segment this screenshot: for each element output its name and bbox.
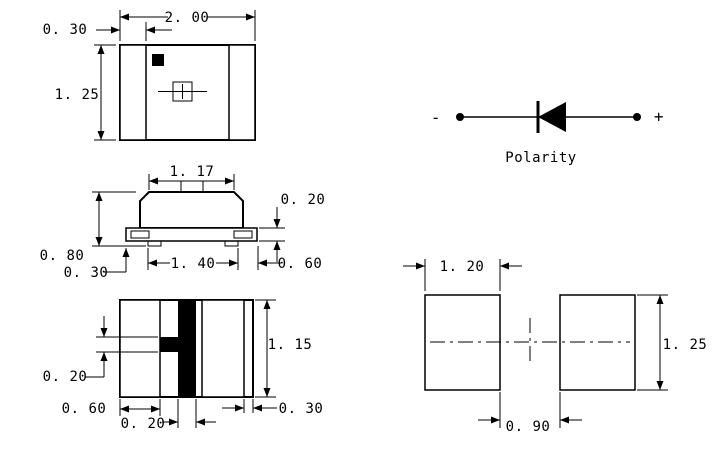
plus-sign: +: [654, 107, 664, 126]
top-view-dimension-lines: [94, 10, 256, 141]
lens-bump-outline: [180, 180, 204, 193]
dim-terminal-height-label: 1. 15: [268, 337, 313, 353]
left-foot: [147, 240, 162, 247]
cathode-stripe: [178, 300, 196, 397]
polarity-symbol: - + Polarity: [431, 101, 664, 166]
dim-body-height-label: 1. 25: [55, 87, 100, 103]
cathode-dot: [456, 113, 464, 121]
pad-layout-dimension-lines: [403, 259, 668, 428]
dim-top-width-label: 2. 00: [165, 10, 210, 26]
right-foot: [224, 240, 239, 247]
cathode-tab-mark: [160, 337, 178, 352]
right-terminal-hatch: [228, 44, 256, 141]
left-terminal-hatch: [119, 44, 147, 141]
diode-triangle-icon: [538, 102, 566, 132]
dim-terminal-length-label: 0. 60: [278, 256, 323, 272]
dim-terminal-thickness-label: 0. 20: [281, 192, 326, 208]
top-view: 2. 00 0. 30 1. 25: [43, 10, 256, 141]
pad-layout: 1. 20 1. 25 0. 90: [403, 259, 707, 435]
cathode-mark: [152, 54, 164, 66]
dim-overall-height-label: 0. 80: [40, 248, 85, 264]
polarity-caption: Polarity: [505, 150, 576, 166]
minus-sign: -: [431, 108, 441, 127]
dim-bottom-width-label: 1. 40: [171, 256, 216, 272]
dim-bottom-terminal-width-label: 0. 60: [62, 401, 107, 417]
right-terminal-section: [233, 230, 253, 239]
dim-pad-height-label: 1. 25: [663, 337, 708, 353]
bottom-right-terminal-hatch: [201, 299, 245, 398]
dim-mark-height-label: 0. 20: [43, 369, 88, 385]
side-view-dimension-lines: [92, 174, 285, 273]
bottom-left-terminal-hatch: [119, 299, 161, 398]
dim-terminal-width-label: 0. 30: [43, 22, 88, 38]
dim-edge-margin-label: 0. 30: [279, 401, 324, 417]
anode-dot: [633, 113, 641, 121]
side-view: 1. 17 0. 20 0. 80 0. 30 1. 40 0. 60: [40, 164, 326, 281]
dim-pad-gap-label: 0. 90: [506, 419, 551, 435]
bottom-view-dimension-lines: [85, 299, 277, 428]
dim-body-top-width-label: 1. 17: [170, 164, 215, 180]
dim-mark-width-label: 0. 20: [121, 416, 166, 432]
dim-pad-width-label: 1. 20: [440, 259, 485, 275]
left-terminal-section: [130, 230, 150, 239]
die-pad: [158, 81, 207, 102]
bottom-view: 1. 15 0. 20 0. 60 0. 20 0. 30: [43, 299, 324, 432]
substrate-outline: [125, 227, 258, 242]
dim-standoff-label: 0. 30: [64, 265, 109, 281]
body-profile-outline: [139, 191, 244, 229]
